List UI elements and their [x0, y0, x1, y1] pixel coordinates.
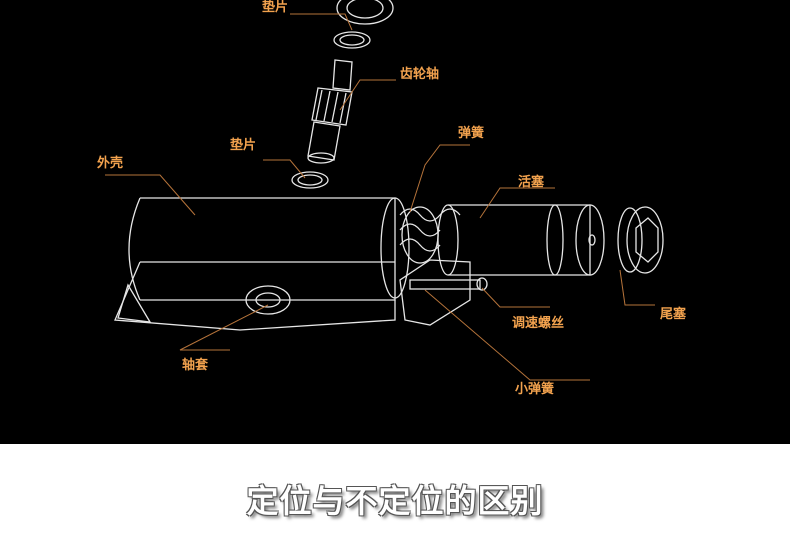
label-bushing: 轴套 — [182, 358, 209, 373]
label-gear-shaft: 齿轮轴 — [400, 67, 440, 82]
label-spring: 弹簧 — [458, 126, 485, 141]
door-closer-drawing — [105, 0, 664, 381]
label-end-plug: 尾塞 — [660, 307, 687, 322]
speed-screw — [409, 277, 488, 291]
end-plug — [617, 206, 664, 274]
housing — [114, 197, 410, 331]
label-small-spring: 小弹簧 — [515, 382, 555, 397]
washer-mid — [291, 171, 329, 189]
piston — [399, 204, 605, 326]
top-bearing — [333, 0, 394, 49]
exploded-diagram: 垫片 齿轮轴 垫片 外壳 弹簧 活塞 尾塞 调速螺丝 轴套 小弹簧 — [0, 0, 790, 444]
caption-title: 定位与不定位的区别 — [246, 482, 544, 520]
label-washer-mid: 垫片 — [230, 138, 257, 153]
label-washer-top: 垫片 — [262, 0, 289, 15]
gear-shaft — [307, 59, 353, 164]
label-housing: 外壳 — [97, 156, 124, 171]
label-piston: 活塞 — [518, 175, 545, 190]
label-speed-screw: 调速螺丝 — [512, 316, 565, 331]
